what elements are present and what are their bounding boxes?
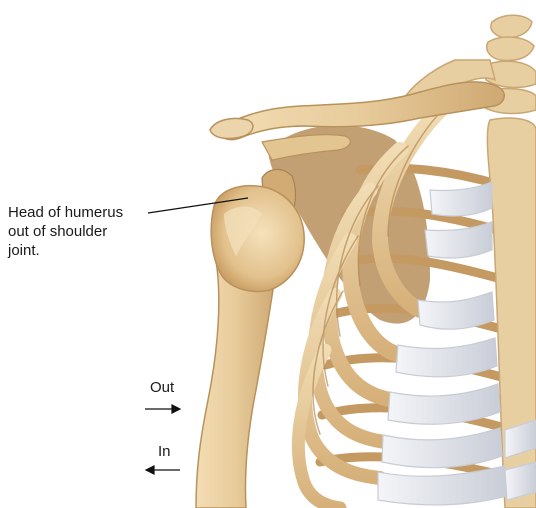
- in-arrow: [146, 466, 180, 474]
- callout-line-3: joint.: [8, 241, 123, 260]
- callout-line-2: out of shoulder: [8, 222, 123, 241]
- acromion: [210, 118, 253, 138]
- out-arrow: [145, 405, 180, 413]
- out-label: Out: [150, 378, 174, 397]
- in-label: In: [158, 442, 171, 461]
- humerus-shaft: [196, 260, 276, 508]
- humerus-head-callout: Head of humerus out of shoulder joint.: [8, 203, 123, 260]
- callout-line-1: Head of humerus: [8, 203, 123, 222]
